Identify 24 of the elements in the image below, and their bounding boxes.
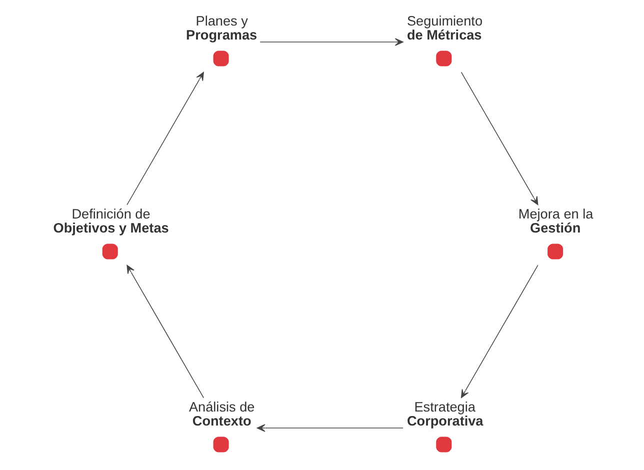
node-label: Mejora en la (518, 206, 593, 222)
node-circle (212, 50, 228, 66)
node-label: Seguimiento (406, 14, 482, 29)
arrow (126, 72, 204, 206)
node-label: Corporativa (406, 413, 483, 428)
node-label: Objetivos y Metas (52, 220, 168, 236)
node-circle (102, 244, 118, 260)
node-circle (436, 436, 452, 452)
node-label: Estrategia (414, 400, 475, 415)
node-label: Programas (186, 27, 257, 42)
node-circle (212, 436, 228, 452)
node-circle (547, 244, 563, 260)
node-label: Análisis de (188, 400, 254, 415)
node-label: Gestión (530, 220, 580, 236)
arrow (460, 264, 538, 398)
arrow (259, 38, 403, 46)
node-circle (436, 50, 452, 66)
arrow (256, 424, 403, 432)
arrow (126, 264, 204, 398)
node-label: Contexto (192, 413, 251, 428)
node-label: Planes y (195, 14, 248, 29)
node-label: de Métricas (406, 27, 482, 42)
arrow (460, 72, 538, 206)
node-label: Definición de (71, 206, 150, 222)
